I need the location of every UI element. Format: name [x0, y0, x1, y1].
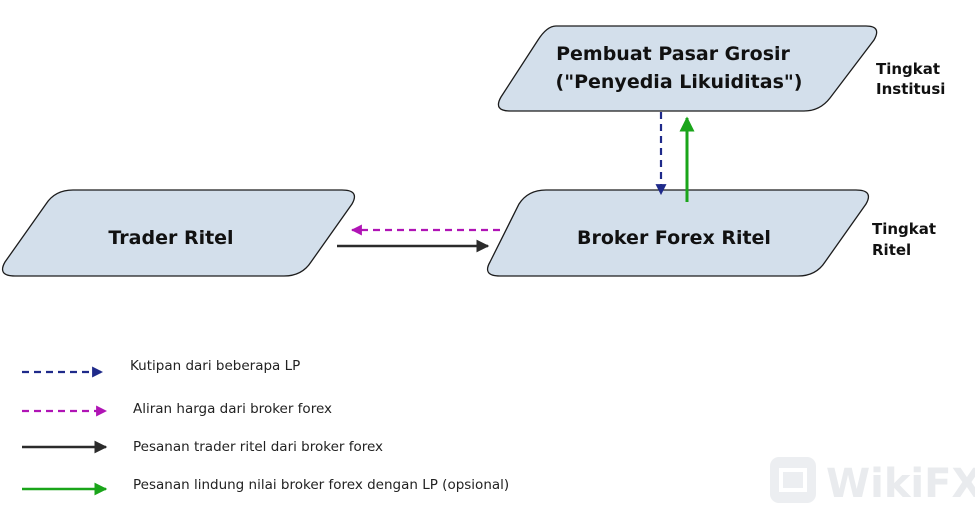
wholesale-title-line2: ("Penyedia Likuiditas"): [556, 71, 803, 93]
legend-item: Pesanan lindung nilai broker forex denga…: [22, 477, 509, 496]
legend-item: Kutipan dari beberapa LP: [22, 358, 300, 378]
node-retail-broker: Broker Forex Ritel: [486, 189, 870, 277]
legend-item: Pesanan trader ritel dari broker forex: [22, 439, 383, 455]
retail-broker-shape: [486, 189, 870, 277]
wikifx-logo-icon: [770, 457, 816, 503]
watermark-text: WikiFX: [826, 461, 975, 507]
legend-label: Pesanan lindung nilai broker forex denga…: [133, 477, 509, 493]
retail-trader-shape: [1, 189, 356, 277]
legend-item: Aliran harga dari broker forex: [22, 401, 332, 417]
watermark: WikiFX: [770, 457, 975, 507]
retail-broker-label: Broker Forex Ritel: [577, 227, 771, 249]
level-institution-line1: Tingkat: [876, 60, 940, 78]
legend-label: Aliran harga dari broker forex: [133, 401, 332, 417]
legend: Kutipan dari beberapa LP Aliran harga da…: [22, 358, 509, 496]
level-retail-line2: Ritel: [872, 241, 911, 259]
node-wholesale-market-maker: Pembuat Pasar Grosir ("Penyedia Likuidit…: [497, 25, 878, 112]
legend-label: Pesanan trader ritel dari broker forex: [133, 439, 383, 455]
node-retail-trader: Trader Ritel: [1, 189, 356, 277]
level-institution-line2: Institusi: [876, 80, 945, 98]
level-institution: Tingkat Institusi: [876, 60, 945, 98]
wholesale-title-line1: Pembuat Pasar Grosir: [556, 43, 790, 65]
retail-trader-label: Trader Ritel: [108, 227, 233, 249]
level-retail-line1: Tingkat: [872, 220, 936, 238]
legend-label: Kutipan dari beberapa LP: [130, 358, 300, 374]
level-retail: Tingkat Ritel: [872, 220, 936, 259]
wholesale-shape: [497, 25, 878, 112]
